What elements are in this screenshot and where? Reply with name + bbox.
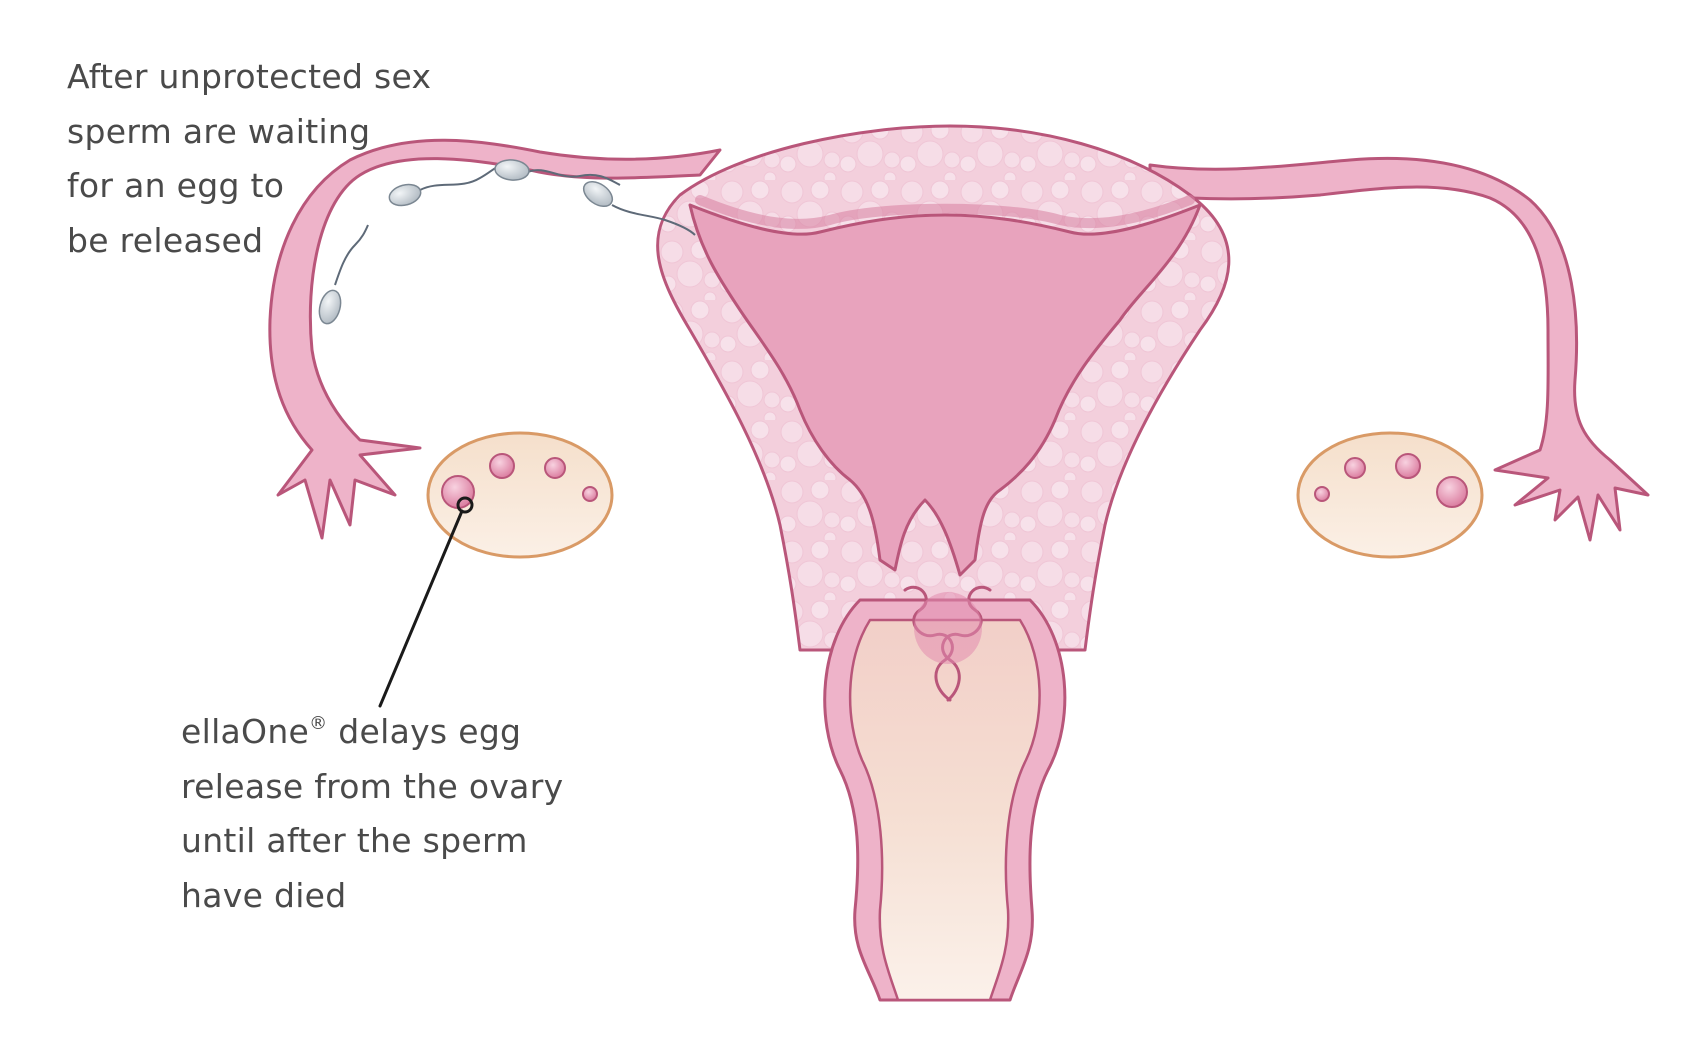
caption-line: for an egg to [67,166,285,205]
callout-pointer [378,496,474,708]
follicle [1344,457,1366,479]
caption-line: until after the sperm [181,821,528,860]
caption-line: sperm are waiting [67,111,371,151]
caption-line: ellaOne® delays egg [181,705,563,760]
ellaone-caption: ellaOne® delays egg release from the ova… [181,705,563,923]
endometrium-band [695,195,1195,229]
right-ovary [1296,431,1484,559]
caption-line: have died [181,875,347,915]
ring-marker-icon [456,496,474,514]
caption-line: be released [67,220,264,260]
sperm-icon [582,180,696,236]
caption-line: After unprotected sex [67,57,432,96]
follicle [582,486,598,502]
caption-line: release from the ovary [181,766,564,806]
vaginal-canal [848,618,1041,1002]
sperm-icon [318,224,369,325]
caption-line-rest: delays egg [327,712,522,751]
sperm-waiting-caption: After unprotected sex sperm are waiting … [67,50,431,268]
cervix-vagina [823,586,1067,1002]
follicle [1395,453,1421,479]
right-fallopian-tube [1148,156,1650,542]
registered-mark: ® [309,713,328,734]
left-fallopian-tube [268,138,722,540]
follicle [1314,486,1330,502]
left-ovary [426,431,614,559]
sperm-icon [494,159,621,186]
brand-name: ellaOne [181,712,310,751]
uterine-cavity [688,203,1202,577]
sperm-group [318,159,696,325]
follicle [489,453,515,479]
follicle [544,457,566,479]
uterus [656,124,1231,652]
follicle [1436,476,1468,508]
